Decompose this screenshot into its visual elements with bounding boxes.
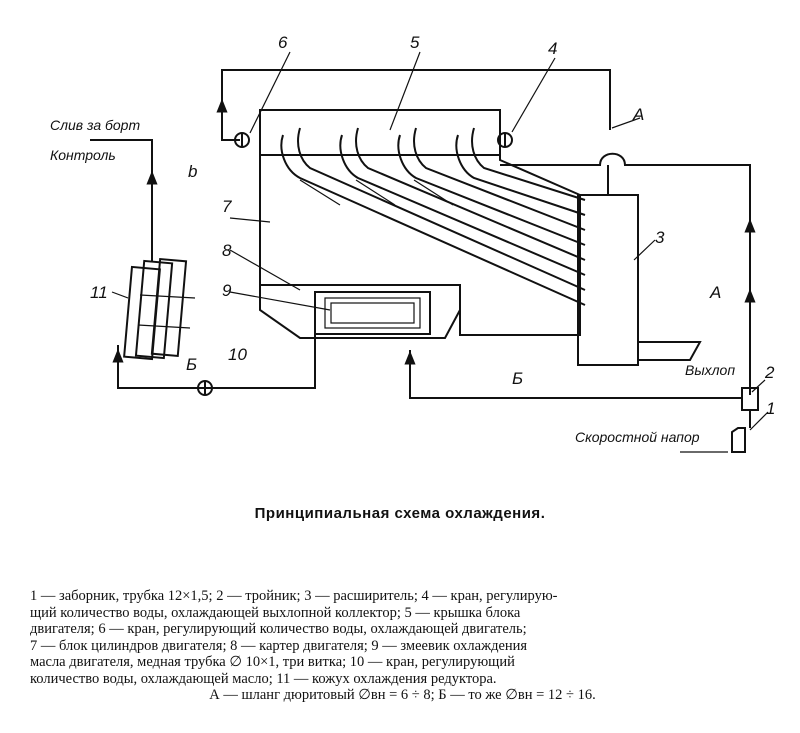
label-a-top: A <box>632 105 644 124</box>
legend-line: 1 — заборник, трубка 12×1,5; 2 — тройник… <box>30 588 558 604</box>
crankcase <box>259 284 461 339</box>
legend-line: количество воды, охлаждающей масло; 11 —… <box>30 670 497 687</box>
label-9: 9 <box>222 281 232 300</box>
legend-line: щий количество воды, охлаждающей выхлопн… <box>30 604 521 621</box>
label-b-bottom-right: Б <box>512 369 523 388</box>
label-7: 7 <box>222 197 232 216</box>
figure-caption: Принципиальная схема охлаждения. <box>254 505 546 522</box>
label-8: 8 <box>222 241 232 260</box>
label-control: Контроль <box>50 147 116 163</box>
leader-lines <box>111 51 769 431</box>
oil-coil-outer <box>314 291 431 335</box>
exhaust-outlet <box>638 341 702 361</box>
exhaust-pipes <box>280 127 586 306</box>
label-b-left: b <box>188 162 197 181</box>
legend-line: А — шланг дюритовый ∅вн = 6 ÷ 8; Б — то … <box>209 687 596 703</box>
drain-pipe <box>90 139 153 262</box>
intake-scoop <box>731 427 746 453</box>
gearbox-jacket <box>123 257 196 361</box>
tap-6 <box>234 132 250 148</box>
cooling-diagram: 6 5 4 3 2 1 7 8 9 10 11 A A b Б Б Слив з… <box>50 33 775 453</box>
label-10: 10 <box>228 345 247 364</box>
oil-coil-inner <box>324 297 421 329</box>
legend-line: двигателя; 6 — кран, регулирующий количе… <box>30 621 527 637</box>
label-b-bottom-left: Б <box>186 355 197 374</box>
label-drain: Слив за борт <box>50 117 140 133</box>
hose-a-top-left <box>221 95 240 141</box>
label-2: 2 <box>764 363 775 382</box>
label-a-right: A <box>709 283 721 302</box>
legend-line: масла двигателя, медная трубка ∅ 10×1, т… <box>30 654 515 670</box>
figure-legend: 1 — заборник, трубка 12×1,5; 2 — тройник… <box>30 588 775 704</box>
oil-coil-core <box>330 302 415 324</box>
label-3: 3 <box>655 228 665 247</box>
tap-10 <box>197 380 213 396</box>
tap-4 <box>497 132 513 148</box>
label-1: 1 <box>766 399 775 418</box>
legend-line: 7 — блок цилиндров двигателя; 8 — картер… <box>30 637 528 654</box>
expansion-tank <box>577 194 639 366</box>
label-4: 4 <box>548 39 557 58</box>
hose-a-right <box>500 152 751 395</box>
cylinder-head-cover <box>259 109 501 156</box>
hose-a-top <box>221 69 611 130</box>
label-ram-pressure: Скоростной напор <box>575 429 700 445</box>
label-6: 6 <box>278 33 288 52</box>
label-exhaust: Выхлоп <box>685 362 735 378</box>
label-11: 11 <box>90 283 108 302</box>
label-5: 5 <box>410 33 420 52</box>
